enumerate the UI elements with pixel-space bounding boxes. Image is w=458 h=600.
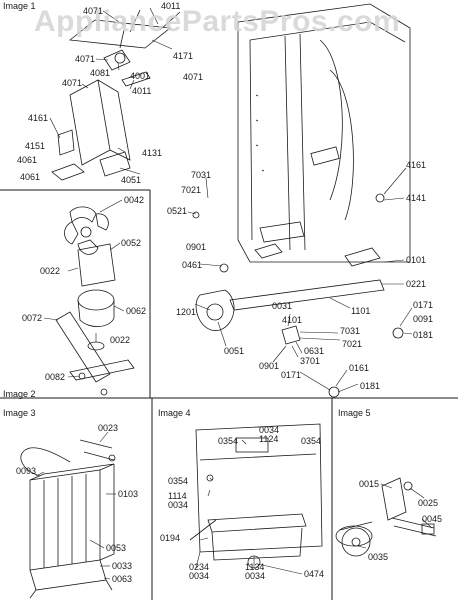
damper-control-assembly: [51, 9, 181, 181]
part-label: 0354: [218, 436, 239, 446]
part-label: 0103: [118, 489, 139, 499]
part-label: 3701: [300, 356, 321, 366]
part-label: 0051: [224, 346, 245, 356]
part-label: 4161: [28, 113, 49, 123]
part-label: 0022: [40, 266, 61, 276]
part-label: 4011: [161, 1, 181, 11]
part-label: 0023: [98, 423, 119, 433]
part-label: 4011: [132, 86, 152, 96]
part-label: 0034: [168, 500, 189, 510]
part-label: 4171: [173, 51, 194, 61]
part-label: 4061: [20, 172, 41, 182]
machine-compartment: [192, 193, 404, 398]
image-1-title: Image 1: [3, 1, 36, 11]
part-label: 4071: [75, 54, 96, 64]
part-label: 0171: [281, 370, 302, 380]
part-label: 1124: [259, 434, 279, 444]
damper-motor: [335, 477, 437, 557]
part-label: 0052: [121, 238, 142, 248]
part-label: 1101: [351, 306, 371, 316]
section-borders: [0, 189, 458, 600]
part-label: 0082: [45, 372, 66, 382]
part-label: 0093: [16, 466, 37, 476]
part-label: 0234: [189, 562, 210, 572]
condenser-coil: [20, 439, 116, 599]
part-label: 0521: [167, 206, 188, 216]
part-label: 0194: [160, 533, 181, 543]
part-label: 0171: [413, 300, 434, 310]
part-label: 0072: [22, 313, 43, 323]
part-label: 4151: [25, 141, 46, 151]
leader-lines: [35, 7, 433, 580]
part-label: 4101: [282, 315, 303, 325]
part-label: 4001: [130, 71, 151, 81]
part-label: 1114: [168, 491, 187, 501]
part-label: 0031: [272, 301, 293, 311]
part-label: 4141: [406, 193, 427, 203]
part-label: 0015: [359, 479, 380, 489]
part-label: 0461: [182, 260, 203, 270]
part-label: 0181: [360, 381, 381, 391]
part-label: 0042: [124, 195, 145, 205]
part-label: 0221: [406, 279, 427, 289]
part-label: 0091: [413, 314, 434, 324]
part-label: 1134: [245, 562, 265, 572]
part-label: 0062: [126, 306, 147, 316]
part-label: 7031: [191, 170, 212, 180]
part-label: 1201: [176, 307, 197, 317]
condenser-fan-motor: [55, 206, 135, 396]
part-label: 7021: [342, 339, 363, 349]
part-label: 0354: [301, 436, 322, 446]
image-5-title: Image 5: [338, 408, 371, 418]
part-label: 0901: [186, 242, 207, 252]
part-label: 4081: [90, 68, 111, 78]
part-label: 0035: [368, 552, 389, 562]
part-label: 0025: [418, 498, 439, 508]
part-label: 0033: [112, 561, 133, 571]
part-label: 0022: [110, 335, 131, 345]
cabinet-body: [237, 3, 411, 267]
part-label: 0354: [168, 476, 189, 486]
part-label: 0474: [304, 569, 325, 579]
part-label: 7021: [181, 185, 202, 195]
part-label: 0034: [245, 571, 266, 581]
part-label: 4161: [406, 160, 427, 170]
evaporator-cover: [189, 423, 323, 569]
part-label: 0034: [259, 425, 280, 435]
part-label: 0045: [422, 514, 443, 524]
part-label: 4051: [121, 175, 142, 185]
part-label: 4071: [83, 6, 104, 16]
watermark-text: AppliancePartsPros.com: [34, 5, 401, 38]
part-label: 4061: [17, 155, 38, 165]
part-label: 0034: [189, 571, 210, 581]
image-2-title: Image 2: [3, 389, 36, 399]
part-label: 4131: [142, 148, 163, 158]
part-label: 0101: [406, 255, 427, 265]
image-4-title: Image 4: [158, 408, 191, 418]
part-label: 4071: [183, 72, 204, 82]
part-label: 0901: [259, 361, 280, 371]
part-label: 7031: [340, 326, 361, 336]
part-label: 4071: [62, 78, 83, 88]
part-label: 0063: [112, 574, 133, 584]
part-label: 0631: [304, 346, 325, 356]
image-3-title: Image 3: [3, 408, 36, 418]
part-label: 0053: [106, 543, 127, 553]
part-label: 0181: [413, 330, 434, 340]
part-label: 0161: [349, 363, 370, 373]
